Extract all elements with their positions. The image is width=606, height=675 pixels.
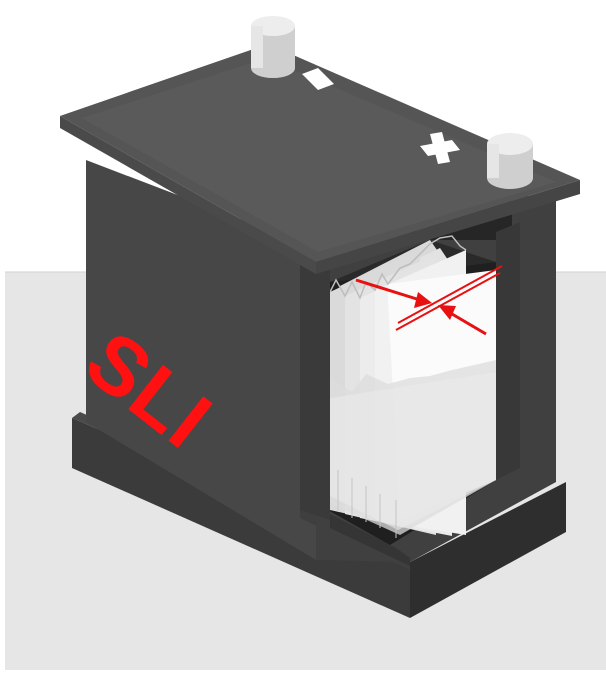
- positive-terminal: [487, 133, 533, 189]
- negative-terminal: [251, 16, 295, 78]
